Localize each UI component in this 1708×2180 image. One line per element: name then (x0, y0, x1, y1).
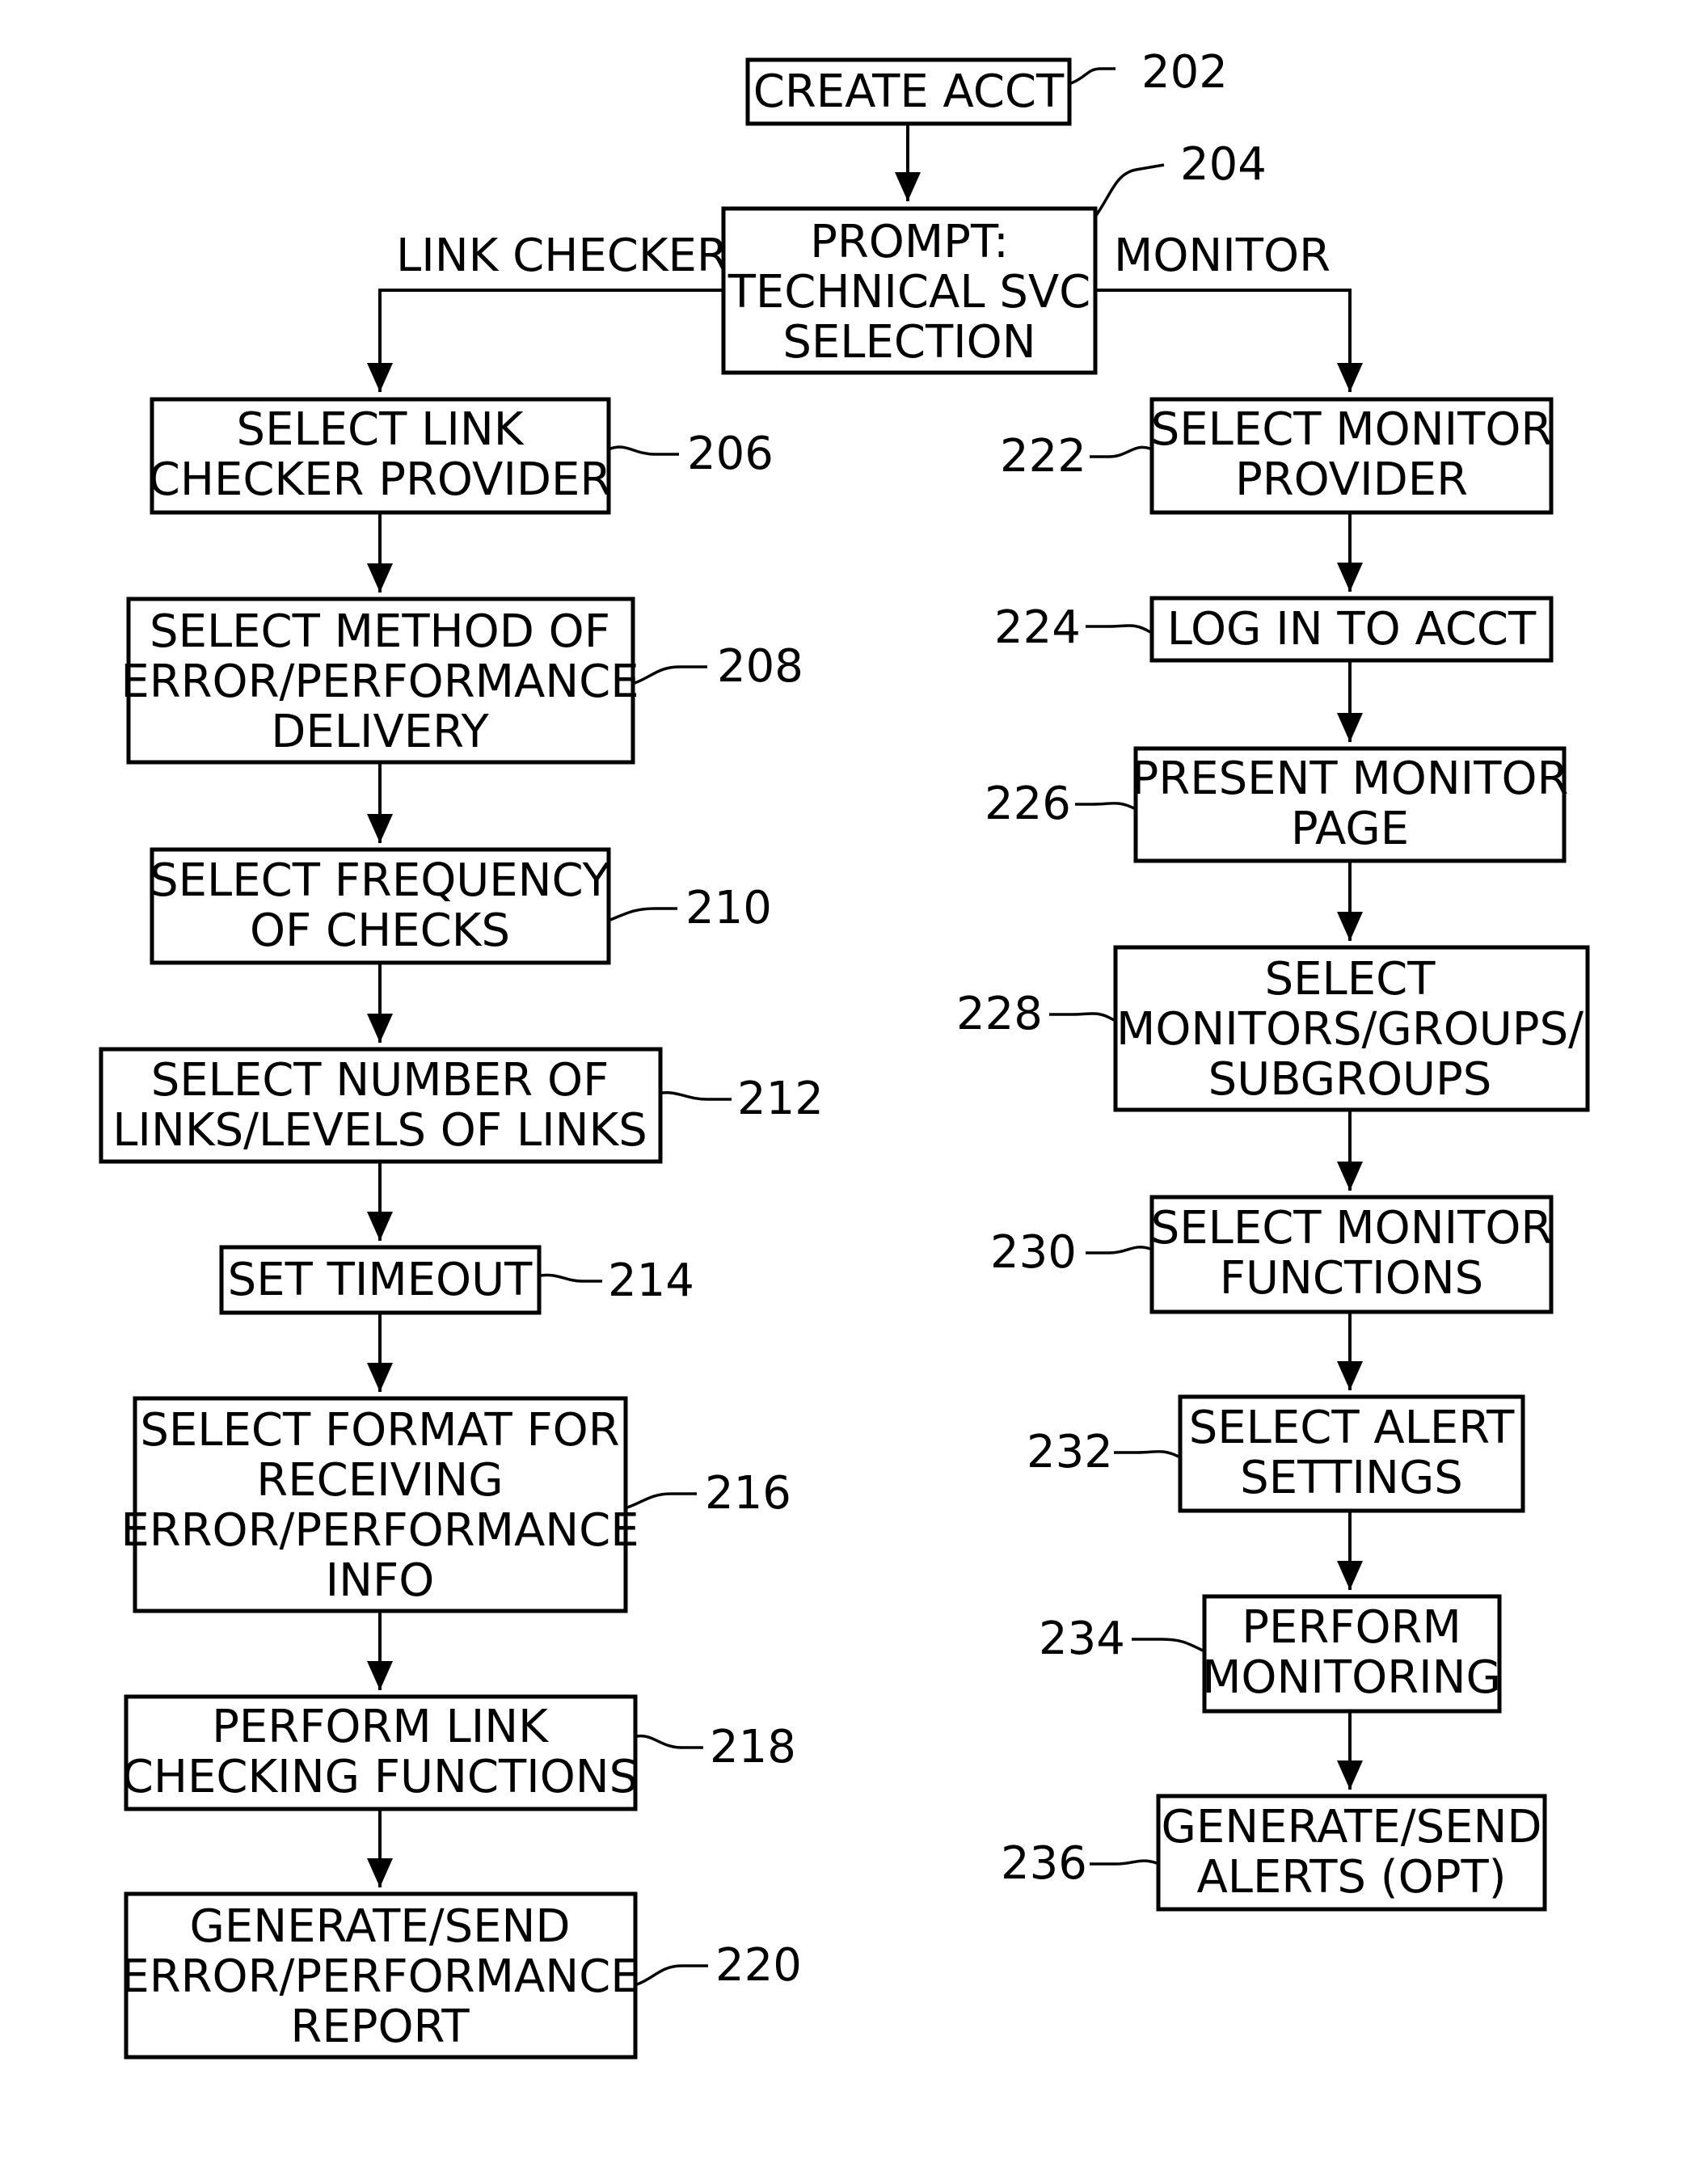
arrow-204-222 (1095, 290, 1350, 392)
leader-210 (610, 909, 677, 920)
ref-230: 230 (990, 1226, 1077, 1279)
node-perform-link-checking: PERFORM LINK CHECKING FUNCTIONS (122, 1697, 638, 1809)
node-222-line-2: PROVIDER (1235, 453, 1468, 506)
arrow-204-206 (380, 290, 723, 392)
node-204-line-3: SELECTION (782, 316, 1035, 369)
node-230-line-2: FUNCTIONS (1220, 1252, 1483, 1305)
leader-218 (637, 1736, 703, 1748)
node-232-line-1: SELECT ALERT (1189, 1402, 1515, 1454)
node-228-line-3: SUBGROUPS (1208, 1053, 1492, 1106)
node-220-line-3: REPORT (290, 2001, 470, 2053)
node-select-monitors-groups: SELECT MONITORS/GROUPS/ SUBGROUPS (1115, 947, 1588, 1110)
node-prompt-technical-svc: PROMPT: TECHNICAL SVC SELECTION (723, 209, 1095, 373)
ref-212: 212 (737, 1073, 824, 1125)
ref-226: 226 (985, 778, 1071, 830)
leader-228 (1049, 1014, 1114, 1020)
node-220-line-1: GENERATE/SEND (189, 1900, 570, 1953)
ref-236: 236 (1001, 1837, 1087, 1890)
node-204-line-2: TECHNICAL SVC (727, 266, 1091, 318)
leader-222 (1090, 447, 1150, 457)
node-select-number-links: SELECT NUMBER OF LINKS/LEVELS OF LINKS (101, 1049, 660, 1162)
leader-236 (1090, 1861, 1157, 1864)
ref-202: 202 (1141, 46, 1228, 99)
node-select-monitor-functions: SELECT MONITOR FUNCTIONS (1151, 1197, 1553, 1312)
node-232-line-2: SETTINGS (1240, 1452, 1463, 1504)
node-216-line-4: INFO (326, 1554, 435, 1607)
ref-222: 222 (1000, 430, 1086, 483)
node-select-frequency: SELECT FREQUENCY OF CHECKS (150, 850, 611, 963)
ref-214: 214 (608, 1254, 694, 1307)
node-226-line-1: PRESENT MONITOR (1132, 753, 1569, 805)
node-228-line-1: SELECT (1265, 953, 1436, 1006)
ref-232: 232 (1027, 1426, 1113, 1478)
leader-226 (1075, 803, 1134, 808)
ref-224: 224 (994, 601, 1081, 654)
leader-230 (1086, 1247, 1150, 1253)
ref-216: 216 (705, 1467, 791, 1520)
ref-210: 210 (685, 882, 772, 934)
node-210-line-1: SELECT FREQUENCY (150, 854, 611, 907)
node-select-link-checker-provider: SELECT LINK CHECKER PROVIDER (149, 399, 612, 512)
node-206-line-1: SELECT LINK (237, 403, 525, 456)
node-212-line-1: SELECT NUMBER OF (151, 1054, 609, 1107)
leader-232 (1114, 1452, 1179, 1457)
node-generate-send-report: GENERATE/SEND ERROR/PERFORMANCE REPORT (120, 1894, 639, 2057)
node-224-line-1: LOG IN TO ACCT (1167, 603, 1537, 656)
ref-228: 228 (956, 988, 1043, 1040)
ref-204: 204 (1180, 138, 1267, 191)
node-206-line-2: CHECKER PROVIDER (149, 453, 612, 506)
node-select-method-delivery: SELECT METHOD OF ERROR/PERFORMANCE DELIV… (120, 599, 639, 762)
node-220-line-2: ERROR/PERFORMANCE (120, 1950, 639, 2003)
leader-204 (1095, 165, 1164, 217)
node-236-line-2: ALERTS (OPT) (1196, 1851, 1506, 1904)
node-208-line-3: DELIVERY (271, 706, 489, 758)
ref-234: 234 (1039, 1613, 1125, 1665)
leader-202 (1071, 69, 1115, 83)
node-234-line-1: PERFORM (1242, 1601, 1461, 1654)
node-208-line-2: ERROR/PERFORMANCE (120, 656, 639, 708)
leader-224 (1086, 626, 1150, 632)
node-create-acct: CREATE ACCT (748, 60, 1069, 124)
leader-208 (635, 667, 707, 683)
ref-218: 218 (710, 1721, 796, 1773)
node-select-alert-settings: SELECT ALERT SETTINGS (1180, 1397, 1523, 1511)
node-230-line-1: SELECT MONITOR (1151, 1202, 1553, 1254)
node-select-monitor-provider: SELECT MONITOR PROVIDER (1151, 399, 1553, 512)
node-216-line-2: RECEIVING (256, 1454, 503, 1507)
leader-214 (541, 1275, 602, 1281)
node-204-line-1: PROMPT: (810, 216, 1009, 268)
node-216-line-3: ERROR/PERFORMANCE (120, 1504, 639, 1557)
node-212-line-2: LINKS/LEVELS OF LINKS (112, 1104, 647, 1157)
node-218-line-2: CHECKING FUNCTIONS (122, 1751, 638, 1803)
node-set-timeout: SET TIMEOUT (221, 1247, 539, 1313)
leader-234 (1132, 1639, 1203, 1651)
node-218-line-1: PERFORM LINK (212, 1701, 549, 1753)
node-202-line-1: CREATE ACCT (753, 65, 1065, 118)
leader-212 (662, 1093, 732, 1099)
node-214-line-1: SET TIMEOUT (228, 1254, 533, 1306)
node-222-line-1: SELECT MONITOR (1151, 403, 1553, 456)
node-226-line-2: PAGE (1291, 803, 1409, 855)
node-216-line-1: SELECT FORMAT FOR (140, 1404, 619, 1457)
branch-label-link-checker: LINK CHECKER (396, 230, 728, 282)
leader-220 (637, 1966, 708, 1984)
node-generate-send-alerts: GENERATE/SEND ALERTS (OPT) (1158, 1796, 1545, 1909)
ref-220: 220 (715, 1939, 802, 1992)
node-208-line-1: SELECT METHOD OF (150, 605, 610, 658)
node-228-line-2: MONITORS/GROUPS/ (1116, 1003, 1584, 1056)
ref-208: 208 (717, 640, 803, 693)
node-select-format: SELECT FORMAT FOR RECEIVING ERROR/PERFOR… (120, 1398, 639, 1611)
node-log-in-to-acct: LOG IN TO ACCT (1152, 598, 1551, 660)
node-perform-monitoring: PERFORM MONITORING (1202, 1596, 1501, 1711)
node-210-line-2: OF CHECKS (250, 904, 510, 957)
leader-206 (610, 447, 679, 454)
branch-label-monitor: MONITOR (1114, 230, 1331, 282)
node-236-line-1: GENERATE/SEND (1161, 1801, 1541, 1853)
ref-206: 206 (687, 428, 774, 480)
node-234-line-2: MONITORING (1202, 1651, 1501, 1704)
node-present-monitor-page: PRESENT MONITOR PAGE (1132, 748, 1569, 861)
